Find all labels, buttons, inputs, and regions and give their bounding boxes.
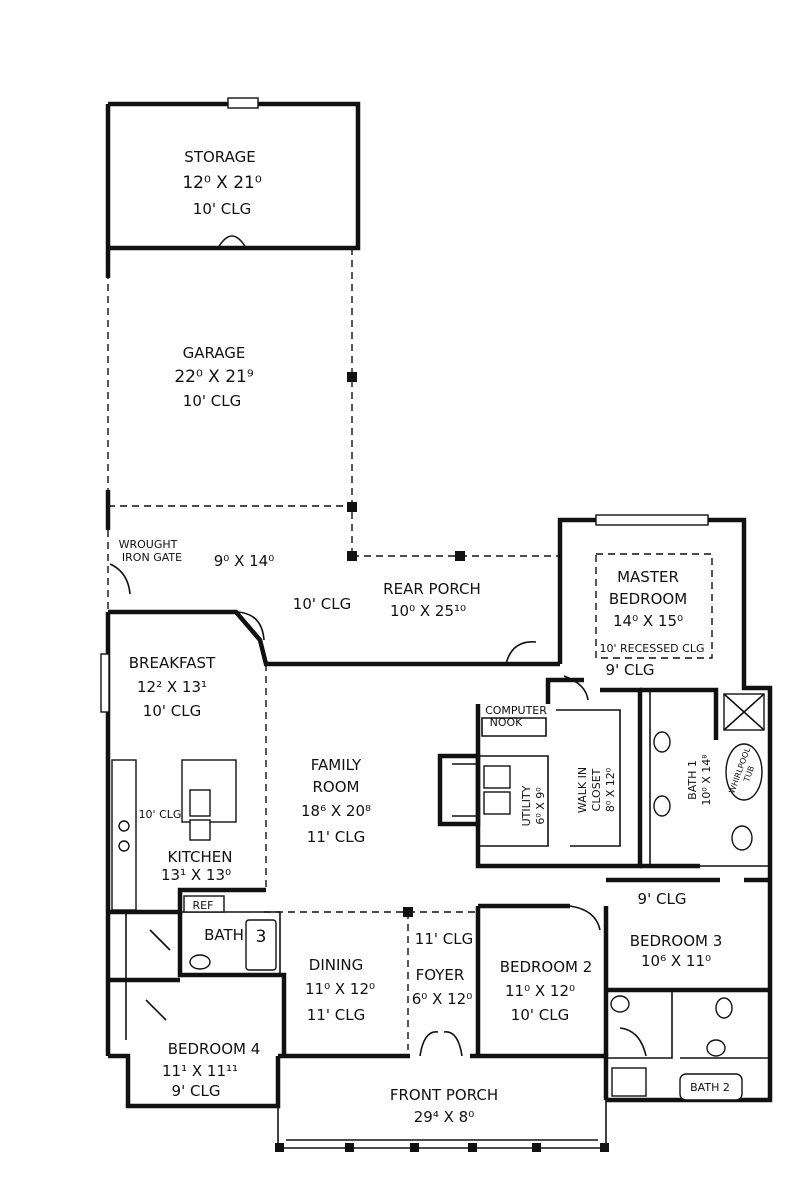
room-master-bedroom: MASTER BEDROOM 14⁰ X 15⁰ 10' RECESSED CL…	[600, 568, 705, 679]
svg-text:10' CLG: 10' CLG	[139, 808, 182, 821]
svg-text:CLOSET: CLOSET	[590, 768, 603, 811]
svg-text:10' CLG: 10' CLG	[511, 1006, 569, 1024]
svg-text:3: 3	[256, 927, 267, 947]
room-family: FAMILY ROOM 18⁶ X 20⁸ 11' CLG	[301, 756, 371, 846]
svg-text:10' CLG: 10' CLG	[183, 392, 241, 410]
svg-text:IRON GATE: IRON GATE	[122, 551, 182, 564]
svg-text:STORAGE: STORAGE	[184, 148, 255, 166]
svg-text:10' CLG: 10' CLG	[293, 595, 351, 613]
room-bedroom4: BEDROOM 4 11¹ X 11¹¹ 9' CLG	[162, 1040, 260, 1100]
garage-posts	[347, 372, 465, 917]
svg-text:FAMILY: FAMILY	[311, 756, 362, 774]
svg-text:DINING: DINING	[309, 956, 363, 974]
room-rear-porch: REAR PORCH 10⁰ X 25¹⁰	[383, 580, 481, 620]
svg-text:10' CLG: 10' CLG	[143, 702, 201, 720]
svg-text:11⁰ X 12⁰: 11⁰ X 12⁰	[305, 980, 375, 998]
room-bath3: BATH 3	[204, 926, 266, 947]
svg-text:11⁰ X 12⁰: 11⁰ X 12⁰	[505, 982, 575, 1000]
svg-text:ROOM: ROOM	[313, 778, 360, 796]
svg-text:REAR PORCH: REAR PORCH	[383, 580, 481, 598]
room-computer-nook: COMPUTER NOOK	[485, 704, 547, 729]
svg-text:FRONT PORCH: FRONT PORCH	[390, 1086, 498, 1104]
fixtures	[109, 235, 765, 1101]
room-foyer: 11' CLG FOYER 6⁰ X 12⁰	[412, 930, 473, 1008]
svg-text:11' CLG: 11' CLG	[415, 930, 473, 948]
svg-text:8⁰ X 12⁰: 8⁰ X 12⁰	[604, 767, 617, 812]
svg-text:10⁰ X 14⁸: 10⁰ X 14⁸	[700, 754, 713, 806]
svg-text:13¹ X 13⁰: 13¹ X 13⁰	[161, 866, 231, 884]
svg-text:9' CLG: 9' CLG	[172, 1082, 221, 1100]
svg-text:GARAGE: GARAGE	[183, 344, 246, 362]
room-kitchen: 10' CLG KITCHEN 13¹ X 13⁰	[139, 808, 233, 884]
room-walkin-closet: WALK IN CLOSET 8⁰ X 12⁰	[576, 767, 617, 813]
svg-text:9⁰ X 14⁰: 9⁰ X 14⁰	[214, 552, 274, 570]
svg-text:6⁰ X 12⁰: 6⁰ X 12⁰	[412, 990, 472, 1008]
svg-text:WALK IN: WALK IN	[576, 767, 589, 813]
svg-text:11' CLG: 11' CLG	[307, 828, 365, 846]
svg-text:9' CLG: 9' CLG	[638, 890, 687, 908]
room-garage: GARAGE 22⁰ X 21⁹ 10' CLG	[174, 344, 254, 410]
svg-text:9' CLG: 9' CLG	[606, 661, 655, 679]
svg-text:6⁰ X 9⁰: 6⁰ X 9⁰	[534, 787, 547, 825]
room-bath1: BATH 1 10⁰ X 14⁸	[686, 754, 713, 806]
svg-text:12⁰ X 21⁰: 12⁰ X 21⁰	[182, 173, 262, 193]
svg-text:UTILITY: UTILITY	[520, 785, 533, 826]
svg-text:BEDROOM 2: BEDROOM 2	[500, 958, 593, 976]
svg-text:22⁰ X 21⁹: 22⁰ X 21⁹	[174, 367, 254, 387]
svg-text:29⁴ X 8⁰: 29⁴ X 8⁰	[414, 1108, 474, 1126]
dashed-lines	[107, 248, 713, 1050]
room-labels: STORAGE 12⁰ X 21⁰ 10' CLG GARAGE 22⁰ X 2…	[119, 148, 757, 1126]
svg-text:BEDROOM 3: BEDROOM 3	[630, 932, 723, 950]
svg-text:10⁰ X 25¹⁰: 10⁰ X 25¹⁰	[390, 602, 466, 620]
room-bath2: BATH 2	[690, 1081, 730, 1094]
svg-text:10' CLG: 10' CLG	[193, 200, 251, 218]
svg-text:11' CLG: 11' CLG	[307, 1006, 365, 1024]
room-breakfast: BREAKFAST 12² X 13¹ 10' CLG	[129, 654, 216, 720]
svg-text:18⁶ X 20⁸: 18⁶ X 20⁸	[301, 802, 371, 820]
svg-text:BREAKFAST: BREAKFAST	[129, 654, 216, 672]
ref-label: REF	[193, 899, 214, 912]
room-utility: UTILITY 6⁰ X 9⁰	[520, 785, 547, 826]
svg-text:14⁰ X 15⁰: 14⁰ X 15⁰	[613, 612, 683, 630]
svg-text:NOOK: NOOK	[490, 716, 524, 729]
room-bedroom3: 9' CLG BEDROOM 3 10⁶ X 11⁰	[630, 890, 723, 970]
refrigerator	[183, 895, 225, 913]
room-storage: STORAGE 12⁰ X 21⁰ 10' CLG	[182, 148, 262, 218]
svg-text:BEDROOM: BEDROOM	[609, 590, 687, 608]
svg-text:BATH 1: BATH 1	[686, 760, 699, 800]
exterior-walls	[100, 97, 773, 1152]
front-porch-posts	[275, 1143, 609, 1152]
room-bedroom2: BEDROOM 2 11⁰ X 12⁰ 10' CLG	[500, 958, 593, 1024]
whirlpool-tub	[725, 743, 763, 801]
svg-text:KITCHEN: KITCHEN	[168, 848, 233, 866]
svg-text:10' RECESSED CLG: 10' RECESSED CLG	[600, 642, 705, 655]
svg-text:11¹ X 11¹¹: 11¹ X 11¹¹	[162, 1062, 238, 1080]
room-dining: DINING 11⁰ X 12⁰ 11' CLG	[305, 956, 375, 1024]
svg-text:BEDROOM 4: BEDROOM 4	[168, 1040, 261, 1058]
bath2-tub	[679, 1073, 743, 1101]
svg-text:12² X 13¹: 12² X 13¹	[137, 678, 207, 696]
interior-walls	[108, 677, 770, 1100]
svg-text:COMPUTER: COMPUTER	[485, 704, 547, 717]
svg-text:BATH: BATH	[204, 926, 244, 944]
svg-text:FOYER: FOYER	[416, 966, 465, 984]
room-side-porch: 9⁰ X 14⁰ 10' CLG	[214, 552, 351, 613]
room-front-porch: FRONT PORCH 29⁴ X 8⁰	[390, 1086, 498, 1126]
storage-window	[227, 97, 259, 109]
svg-text:WROUGHT: WROUGHT	[119, 538, 178, 551]
svg-text:10⁶ X 11⁰: 10⁶ X 11⁰	[641, 952, 711, 970]
kitchen-counter	[111, 759, 137, 911]
svg-text:MASTER: MASTER	[617, 568, 679, 586]
wrought-iron-gate-label: WROUGHT IRON GATE	[119, 538, 182, 564]
